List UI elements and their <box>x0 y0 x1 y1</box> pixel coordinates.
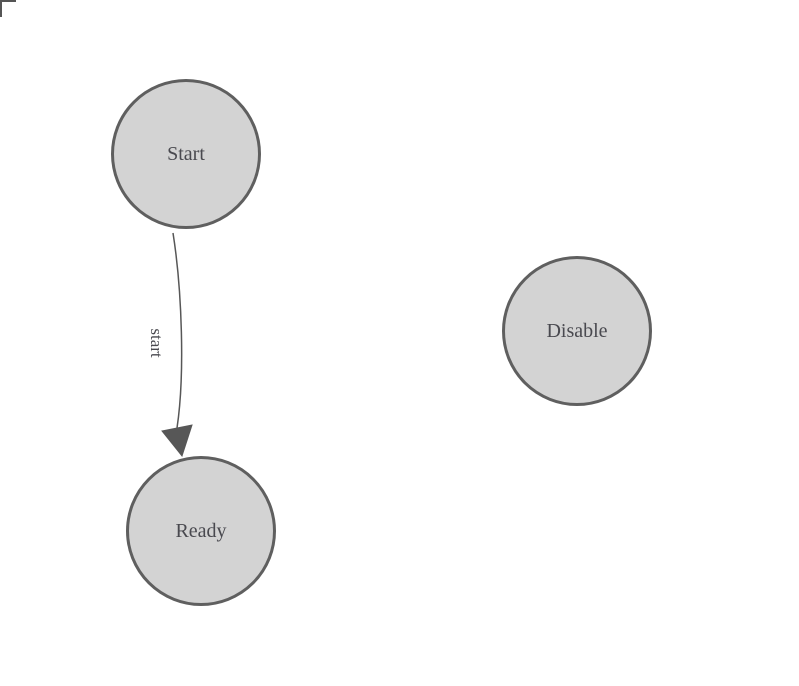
node-disable[interactable]: Disable <box>502 256 652 406</box>
node-ready[interactable]: Ready <box>126 456 276 606</box>
arrowhead-icon <box>161 424 193 458</box>
edge-label-start: start <box>147 328 166 358</box>
node-disable-label: Disable <box>546 319 608 342</box>
node-start[interactable]: Start <box>111 79 261 229</box>
edge-start-to-ready[interactable] <box>161 232 193 458</box>
node-ready-label: Ready <box>175 519 227 542</box>
origin-corner-mark <box>0 0 16 17</box>
node-start-label: Start <box>167 142 205 165</box>
edge-path[interactable] <box>172 232 183 429</box>
